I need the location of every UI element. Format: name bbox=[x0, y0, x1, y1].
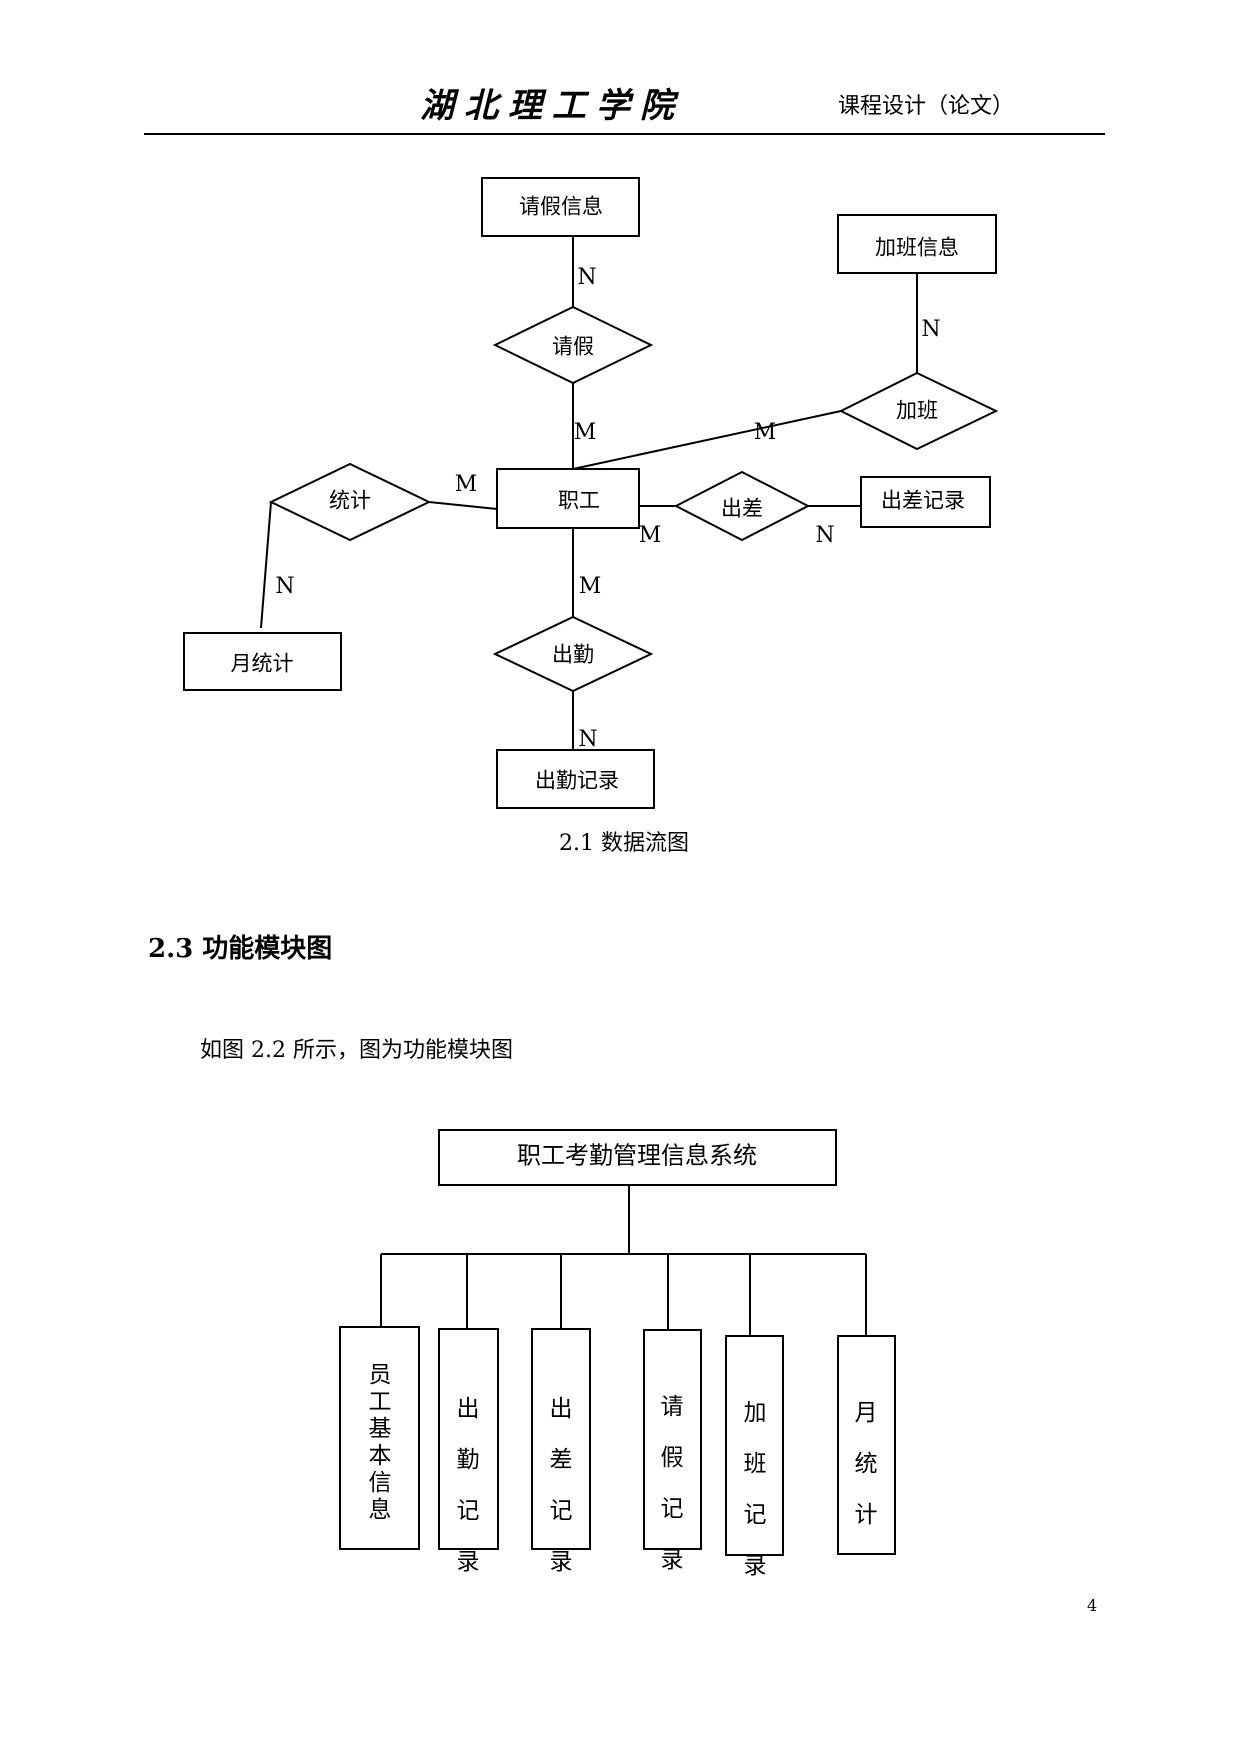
cardinality-overtime-info: N bbox=[921, 317, 940, 342]
entity-trip-record-label: 出差记录 bbox=[881, 489, 965, 513]
entity-trip-record bbox=[860, 476, 991, 528]
cardinality-attendance-employee: M bbox=[579, 574, 602, 599]
er-diagram: 请假信息 加班信息 职工 出差记录 月统计 出勤记录 请假 加班 统计 出差 出… bbox=[183, 177, 999, 856]
entity-leave-info-label: 请假信息 bbox=[519, 195, 603, 219]
entity-overtime-info bbox=[837, 214, 997, 274]
section-heading: 2.3 功能模块图 bbox=[148, 934, 333, 964]
module-label-employee-info: 员工基本信息 bbox=[369, 1362, 392, 1523]
relationship-attendance bbox=[492, 615, 654, 693]
module-diagram: 职工考勤管理信息系统 员工基本信息 出勤记录 出差记录 请假记录 加班记录 月统计 bbox=[339, 1129, 896, 1579]
relationship-overtime-label: 加班 bbox=[896, 399, 938, 423]
module-box-overtime bbox=[725, 1335, 784, 1556]
entity-attendance-record-label: 出勤记录 bbox=[535, 769, 619, 793]
module-box-leave bbox=[643, 1329, 702, 1550]
er-link-overtime-employee bbox=[572, 410, 842, 470]
cardinality-stats-employee: M bbox=[455, 472, 478, 497]
page-number: 4 bbox=[1087, 1596, 1098, 1615]
cardinality-attendance-record: N bbox=[578, 727, 597, 752]
module-label-trip: 出差记录 bbox=[550, 1396, 573, 1575]
entity-monthly-stats bbox=[183, 632, 342, 691]
module-label-leave: 请假记录 bbox=[661, 1394, 684, 1573]
relationship-leave bbox=[492, 305, 654, 385]
module-label-attendance: 出勤记录 bbox=[457, 1396, 480, 1575]
relationship-stats bbox=[268, 462, 432, 542]
cardinality-leave-info: N bbox=[577, 265, 596, 290]
cardinality-overtime-employee: M bbox=[754, 420, 777, 445]
cardinality-leave-employee: M bbox=[574, 420, 597, 445]
entity-leave-info bbox=[481, 177, 640, 237]
entity-attendance-record bbox=[496, 749, 655, 809]
relationship-stats-label: 统计 bbox=[329, 489, 371, 513]
er-link-stats-employee bbox=[428, 501, 498, 510]
cardinality-trip-record: N bbox=[815, 523, 834, 548]
entity-employee bbox=[496, 468, 640, 529]
module-root-box bbox=[438, 1129, 837, 1186]
er-diagram-caption: 2.1 数据流图 bbox=[559, 831, 689, 856]
relationship-trip bbox=[673, 470, 811, 542]
cardinality-stats-monthly: N bbox=[275, 574, 294, 599]
module-label-overtime: 加班记录 bbox=[744, 1400, 767, 1579]
course-design-label: 课程设计（论文） bbox=[838, 94, 1015, 119]
cardinality-trip-employee: M bbox=[639, 523, 662, 548]
module-box-trip bbox=[531, 1328, 591, 1550]
module-label-monthly: 月统计 bbox=[855, 1400, 878, 1528]
module-box-monthly bbox=[837, 1335, 896, 1555]
relationship-leave-label: 请假 bbox=[552, 335, 594, 359]
module-root-label: 职工考勤管理信息系统 bbox=[517, 1142, 757, 1170]
relationship-attendance-label: 出勤 bbox=[552, 643, 594, 667]
er-link-stats-monthly bbox=[260, 501, 272, 629]
university-logo-text: 湖北理工学院 bbox=[420, 86, 684, 126]
relationship-trip-label: 出差 bbox=[721, 497, 763, 521]
header-divider bbox=[144, 133, 1105, 135]
relationship-overtime bbox=[838, 371, 999, 451]
entity-monthly-stats-label: 月统计 bbox=[231, 652, 294, 676]
section-intro-text: 如图 2.2 所示，图为功能模块图 bbox=[200, 1038, 513, 1063]
module-box-employee-info bbox=[339, 1326, 420, 1550]
entity-overtime-info-label: 加班信息 bbox=[875, 236, 959, 260]
module-box-attendance bbox=[438, 1328, 499, 1550]
entity-employee-label: 职工 bbox=[558, 489, 600, 513]
